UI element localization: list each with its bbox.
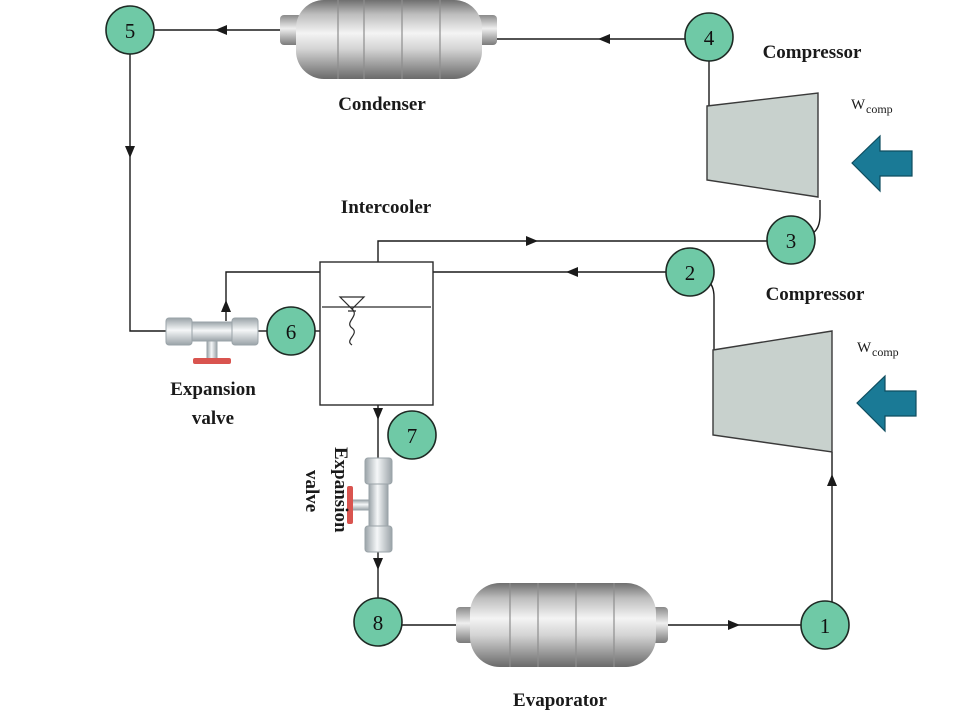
state-point-8-circle — [353, 597, 403, 647]
expansion-valve-left-label-line1: Expansion — [170, 379, 256, 400]
state-point-1-circle — [800, 600, 850, 650]
work-low-subscript: comp — [872, 345, 899, 359]
state-point-5-label: 5 — [125, 19, 136, 43]
state-point-2: 2 — [665, 247, 715, 297]
expansion-valve-left-handle — [193, 358, 231, 364]
state-point-8: 8 — [353, 597, 403, 647]
arrow-condenser-to-5 — [215, 25, 227, 35]
pipe-3-to-compressor-high — [812, 200, 821, 234]
state-point-7-label: 7 — [407, 424, 418, 448]
state-point-4-circle — [684, 12, 734, 62]
arrow-valve-mid-down — [373, 558, 383, 570]
intercooler-inlet-squiggle — [349, 308, 355, 346]
expansion-valve-left-collar-r — [231, 317, 259, 346]
intercooler — [319, 261, 434, 406]
work-input-low-label: W comp — [857, 340, 899, 359]
work-arrow-low-icon — [856, 374, 917, 433]
arrow-5-down — [125, 146, 135, 158]
work-arrow-high-icon — [851, 134, 913, 193]
compressor-low-label: Compressor — [766, 284, 865, 305]
arrow-to-valve-tee-up — [221, 300, 231, 312]
expansion-valve-mid-collar-t — [364, 457, 393, 485]
condenser-body — [296, 0, 482, 79]
expansion-valve-mid — [347, 457, 393, 553]
state-point-6: 6 — [266, 306, 316, 356]
expansion-valve-mid-stem — [351, 499, 370, 511]
work-low-symbol: W — [857, 340, 872, 356]
state-point-3-circle — [766, 215, 816, 265]
arrow-intercooler-down — [373, 408, 383, 420]
arrow-4-to-condenser — [598, 34, 610, 44]
evaporator-label: Evaporator — [513, 690, 608, 711]
expansion-valve-mid-handle — [347, 486, 353, 524]
liquid-level-marker-icon — [338, 296, 366, 312]
arrow-to-3 — [526, 236, 538, 246]
state-point-7: 7 — [387, 410, 437, 460]
work-high-symbol: W — [851, 97, 866, 113]
work-input-high-label: W comp — [851, 97, 893, 116]
state-point-2-circle — [665, 247, 715, 297]
compressor-high — [706, 92, 819, 198]
expansion-valve-mid-label-line1: Expansion — [330, 447, 351, 533]
pipe-5-to-expansion-valve — [129, 54, 166, 332]
state-point-2-label: 2 — [685, 261, 696, 285]
expansion-valve-mid-label-line2: valve — [301, 470, 322, 512]
expansion-valve-left-stem — [206, 340, 218, 360]
flow-arrows — [125, 25, 837, 630]
state-point-7-circle — [387, 410, 437, 460]
condenser-label: Condenser — [338, 94, 426, 115]
state-point-6-circle — [266, 306, 316, 356]
evaporator — [456, 583, 668, 667]
expansion-valve-left-label-line2: valve — [192, 408, 234, 429]
state-point-1: 1 — [800, 600, 850, 650]
state-point-3-label: 3 — [786, 229, 797, 253]
compressor-high-label: Compressor — [763, 42, 862, 63]
condenser — [280, 0, 497, 79]
state-point-5: 5 — [105, 5, 155, 55]
arrow-from-2 — [566, 267, 578, 277]
arrow-evaporator-to-1 — [728, 620, 740, 630]
evaporator-seams — [509, 583, 615, 667]
compressor-low — [712, 330, 833, 453]
pipe-2-to-intercooler — [407, 271, 666, 345]
state-point-8-label: 8 — [373, 611, 384, 635]
intercooler-label: Intercooler — [341, 197, 432, 218]
evaporator-body — [470, 583, 656, 667]
condenser-seams — [337, 0, 441, 79]
state-point-3: 3 — [766, 215, 816, 265]
expansion-valve-mid-collar-b — [364, 525, 393, 553]
pipe-compressor-low-to-2 — [706, 279, 715, 350]
expansion-valve-left — [165, 317, 259, 364]
arrow-1-up — [827, 474, 837, 486]
state-point-1-label: 1 — [820, 614, 831, 638]
state-point-6-label: 6 — [286, 320, 297, 344]
state-point-4-label: 4 — [704, 26, 715, 50]
work-high-subscript: comp — [866, 102, 893, 116]
expansion-valve-left-collar-l — [165, 317, 193, 346]
state-point-5-circle — [105, 5, 155, 55]
state-point-4: 4 — [684, 12, 734, 62]
intercooler-vessel — [319, 261, 434, 406]
